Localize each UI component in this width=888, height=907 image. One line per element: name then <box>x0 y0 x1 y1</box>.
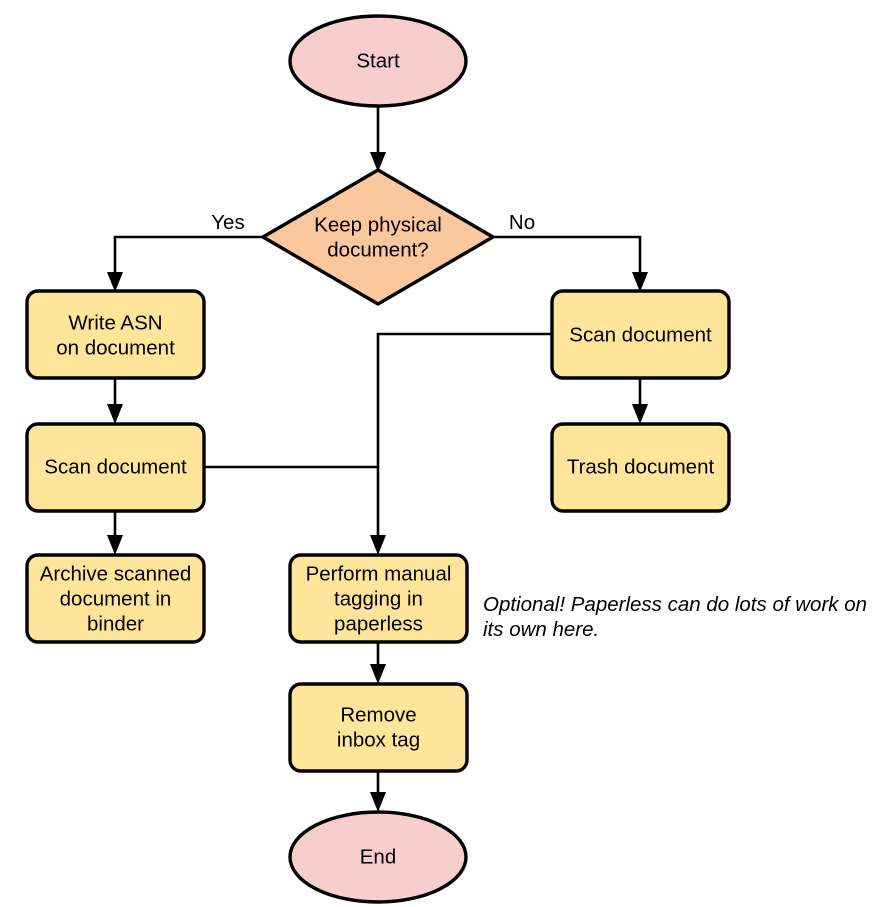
decision-label-line2: document? <box>327 238 428 261</box>
manual-tagging-label-line2: tagging in <box>334 587 423 610</box>
edge-scan-right-to-manual-tagging <box>370 332 552 555</box>
manual-tagging-label-line3: paperless <box>334 612 423 635</box>
edge-decision-yes-to-write-asn <box>107 235 263 292</box>
edge-decision-no-to-scan-right <box>493 235 648 292</box>
manual-tagging-label-line1: Perform manual <box>306 562 452 585</box>
write-asn-label-line1: Write ASN <box>68 311 162 334</box>
node-remove-inbox-tag[interactable]: Remove inbox tag <box>288 682 469 773</box>
write-asn-label-line2: on document <box>56 336 175 359</box>
node-decision-keep-physical-document[interactable]: Keep physical document? <box>261 168 495 306</box>
edge-label-no: No <box>509 211 535 234</box>
annotation-optional-paperless: Optional! Paperless can do lots of work … <box>483 593 867 641</box>
trash-document-box-shape <box>550 422 731 513</box>
archive-label-line1: Archive scanned <box>40 562 192 585</box>
node-scan-document-right[interactable]: Scan document <box>550 289 731 380</box>
node-perform-manual-tagging[interactable]: Perform manual tagging in paperless <box>288 553 469 644</box>
scan-document-left-label: Scan document <box>44 455 187 478</box>
node-end[interactable]: End <box>288 810 468 904</box>
edge-start-to-decision <box>370 107 386 172</box>
annotation-line2: its own here. <box>483 618 599 641</box>
node-trash-document[interactable]: Trash document <box>550 422 731 513</box>
write-asn-box-shape <box>25 289 206 380</box>
edge-write-asn-to-scan-left <box>107 378 123 424</box>
edge-manual-tagging-to-remove-inbox <box>370 642 386 684</box>
edge-label-yes: Yes <box>211 211 244 234</box>
edge-scan-right-to-trash <box>632 378 648 424</box>
remove-inbox-tag-label-line1: Remove <box>340 703 416 726</box>
remove-inbox-tag-label-line2: inbox tag <box>337 728 420 751</box>
end-ellipse-shape <box>288 810 468 904</box>
annotation-line1: Optional! Paperless can do lots of work … <box>483 593 867 616</box>
archive-box-shape <box>25 553 206 644</box>
node-start[interactable]: Start <box>288 14 468 108</box>
remove-inbox-tag-box-shape <box>288 682 469 773</box>
edge-scan-left-to-archive <box>107 511 123 555</box>
scan-document-right-box-shape <box>550 289 731 380</box>
decision-diamond-shape <box>261 168 495 306</box>
decision-label-line1: Keep physical <box>314 213 442 236</box>
edge-remove-inbox-to-end <box>370 770 386 812</box>
manual-tagging-box-shape <box>288 553 469 644</box>
trash-document-label: Trash document <box>567 455 715 478</box>
archive-label-line2: document in <box>60 587 172 610</box>
end-label: End <box>360 845 396 868</box>
node-archive-scanned-document[interactable]: Archive scanned document in binder <box>25 553 206 644</box>
node-scan-document-left[interactable]: Scan document <box>25 422 206 513</box>
scan-document-right-label: Scan document <box>569 323 712 346</box>
archive-label-line3: binder <box>87 612 144 635</box>
node-write-asn-on-document[interactable]: Write ASN on document <box>25 289 206 380</box>
scan-document-left-box-shape <box>25 422 206 513</box>
start-ellipse-shape <box>288 14 468 108</box>
start-label: Start <box>356 49 400 72</box>
